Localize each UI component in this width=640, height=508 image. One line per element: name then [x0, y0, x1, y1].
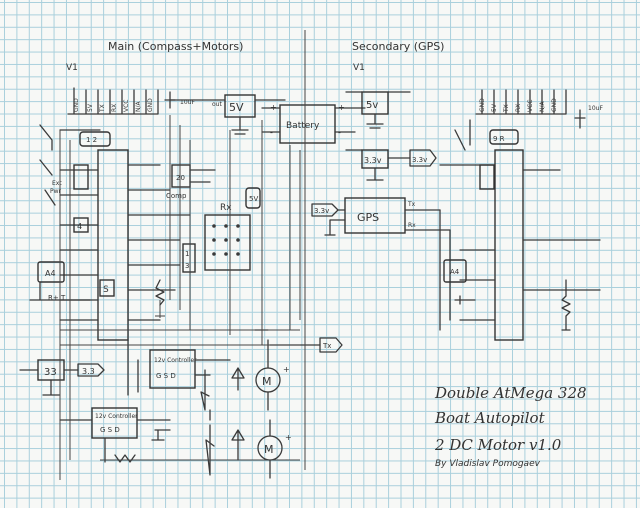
pin-label: N/A: [135, 100, 142, 112]
svg-text:1: 1: [185, 250, 189, 258]
pin-label: 5V: [87, 103, 94, 112]
gps-in-label: 3.3v: [314, 207, 329, 215]
svg-text:G S D: G S D: [100, 426, 120, 434]
svg-text:Pwr: Pwr: [50, 188, 62, 195]
svg-text:5V: 5V: [249, 195, 258, 203]
reg-3v3-out-label: 3.3v: [412, 156, 427, 164]
v1-label-left: V1: [66, 63, 78, 73]
motor-2-label: M: [264, 443, 274, 456]
tx-tag-label: Tx: [322, 342, 331, 350]
battery-label: Battery: [286, 121, 320, 131]
reg-33-tag: 3.3: [82, 367, 95, 376]
svg-text:R+ T: R+ T: [48, 294, 66, 302]
rx-label: Rx: [220, 203, 232, 213]
right-led: 10uF: [561, 105, 603, 331]
signature-line-4: By Vladislav Pomogaev: [435, 459, 541, 469]
left-traces: [59, 115, 301, 480]
reg-left-label: 5V: [229, 101, 244, 114]
pin-label: VCC: [123, 100, 130, 112]
motor-driver-2: 12v Controller G S D: [59, 407, 171, 463]
signature-line-3: 2 DC Motor v1.0: [434, 436, 562, 454]
svg-text:+: +: [285, 433, 292, 442]
svg-text:3: 3: [185, 262, 189, 270]
gps-rx-label: Rx: [408, 222, 416, 229]
reg-33-label: 33: [44, 367, 57, 378]
gps-tx-label: Tx: [407, 201, 416, 208]
pin-label: GND: [73, 98, 80, 112]
mcu-secondary: 9 R A4: [439, 119, 601, 341]
regulator-5v-left: 5V 10uF out: [164, 91, 286, 135]
signature-line-2: Boat Autopilot: [434, 409, 546, 427]
pin-label: TX: [99, 104, 106, 113]
header-pins-right: GND 5V TX RX VCC N/A GND: [475, 89, 567, 115]
svg-text:1 2: 1 2: [86, 136, 97, 144]
svg-text:Ext: Ext: [52, 180, 62, 187]
gps-label: GPS: [357, 211, 379, 224]
pin-label: GND: [147, 98, 154, 112]
motor-2: M + -: [205, 419, 292, 479]
secondary-section-title: Secondary (GPS): [352, 40, 444, 53]
svg-text:9 R: 9 R: [493, 135, 505, 143]
svg-text:+: +: [283, 365, 290, 374]
header-pins-left: GND 5V TX RX VCC N/A GND: [67, 87, 159, 115]
regulator-3v3: 3.3v 3.3v: [345, 149, 437, 181]
svg-text:4: 4: [77, 222, 82, 231]
battery: Battery + - + -: [261, 103, 366, 144]
signature-line-1: Double AtMega 328: [434, 384, 587, 402]
mcu-main: S 4: [59, 129, 191, 341]
rx-receiver: Rx 5V 1 3: [182, 187, 261, 273]
main-section-title: Main (Compass+Motors): [108, 40, 243, 53]
motor-1: M +: [200, 329, 290, 421]
svg-text:12v Controller: 12v Controller: [154, 357, 197, 364]
signature-block: Double AtMega 328 Boat Autopilot 2 DC Mo…: [434, 384, 587, 469]
reg-3v3-label: 3.3v: [364, 156, 382, 165]
svg-text:10uF: 10uF: [588, 105, 603, 112]
switch-left: 1 2 Ext Pwr: [39, 124, 111, 206]
v1-label-right: V1: [353, 63, 365, 73]
pin-label: RX: [111, 104, 118, 112]
svg-text:G S D: G S D: [156, 372, 176, 380]
regulator-33: 33 3.3: [19, 359, 105, 396]
motor-driver-1: 12v Controller G S D: [127, 339, 231, 396]
svg-text:12v Controller: 12v Controller: [95, 413, 138, 420]
comp-label: Comp: [166, 192, 187, 200]
svg-text:S: S: [103, 285, 109, 295]
regulator-5v-right: 5v: [345, 91, 411, 129]
gps-module: GPS 3.3v Tx Rx: [311, 197, 451, 236]
svg-text:A4: A4: [45, 269, 56, 278]
svg-text:10uF: 10uF: [180, 99, 195, 106]
svg-text:out: out: [212, 101, 222, 108]
motor-1-label: M: [262, 375, 272, 388]
reg-right-label: 5v: [366, 100, 378, 111]
svg-text:A4: A4: [450, 268, 460, 276]
